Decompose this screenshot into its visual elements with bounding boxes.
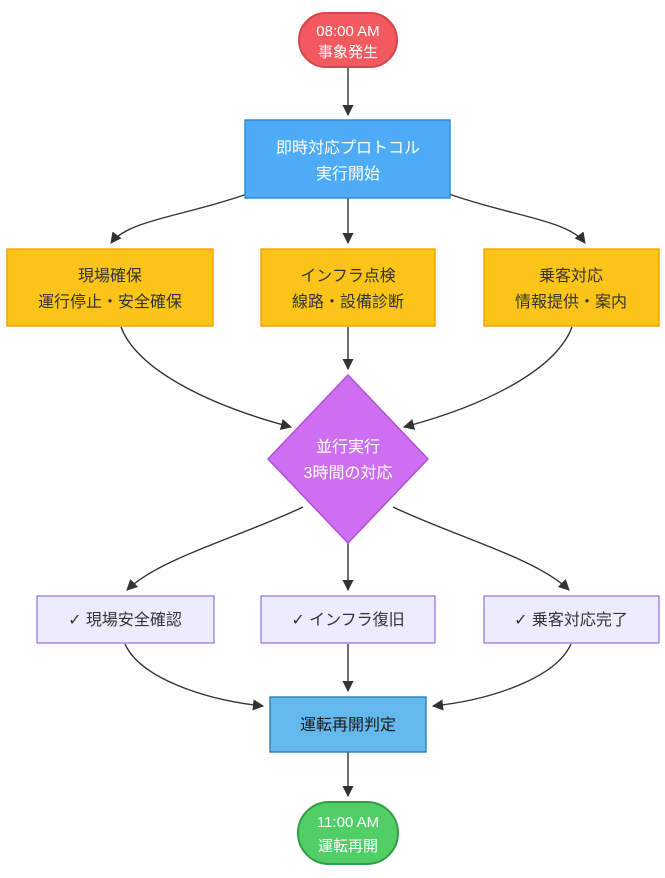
site-shape (6, 248, 214, 327)
node-check-infra: ✓ インフラ復旧 (260, 595, 436, 644)
passenger-shape (483, 248, 660, 327)
passenger-label-line1: 乗客対応 (539, 267, 603, 285)
node-check-passenger: ✓ 乗客対応完了 (483, 595, 660, 644)
check-infra-shape (260, 595, 436, 644)
site-label-line2: 運行停止・安全確保 (38, 293, 182, 311)
protocol-label-line2: 実行開始 (316, 165, 380, 183)
node-protocol: 即時対応プロトコル 実行開始 (244, 119, 451, 199)
edge-check-passenger-to-judge (431, 643, 572, 711)
parallel-label-line1: 並行実行 (316, 438, 380, 456)
site-label-line1: 現場確保 (78, 267, 142, 285)
start-label-line2: 事象発生 (318, 44, 378, 61)
passenger-label-line2: 情報提供・案内 (515, 293, 627, 311)
node-end: 11:00 AM 運転再開 (297, 801, 399, 865)
judge-label: 運転再開判定 (300, 716, 396, 734)
parallel-label-line2: 3時間の対応 (304, 464, 393, 482)
check-site-label: ✓ 現場安全確認 (68, 611, 182, 629)
node-judge: 運転再開判定 (269, 696, 427, 753)
check-passenger-label: ✓ 乗客対応完了 (514, 611, 628, 629)
end-shape (297, 801, 399, 865)
start-label-line1: 08:00 AM (316, 23, 379, 40)
protocol-label-line1: 即時対応プロトコル (276, 139, 420, 157)
edge-site-to-parallel (120, 326, 293, 430)
check-passenger-shape (483, 595, 660, 644)
parallel-shape (266, 373, 430, 545)
edge-passenger-to-parallel (402, 326, 573, 430)
node-parallel: 並行実行 3時間の対応 (266, 373, 430, 545)
edge-protocol-to-passenger (448, 193, 586, 244)
end-label-line1: 11:00 AM (317, 814, 379, 831)
end-label-line2: 運転再開 (318, 838, 378, 855)
check-infra-label: ✓ インフラ復旧 (291, 611, 404, 629)
edge-parallel-to-check-passenger (392, 506, 570, 591)
node-site: 現場確保 運行停止・安全確保 (6, 248, 214, 327)
edge-check-site-to-judge (124, 643, 265, 711)
start-shape (298, 12, 398, 68)
infra-shape (260, 248, 436, 327)
node-infra: インフラ点検 線路・設備診断 (260, 248, 436, 327)
node-passenger: 乗客対応 情報提供・案内 (483, 248, 660, 327)
infra-label-line2: 線路・設備診断 (292, 293, 404, 311)
protocol-shape (244, 119, 451, 199)
edge-protocol-to-site (110, 193, 248, 244)
edges-layer (110, 68, 586, 798)
node-check-site: ✓ 現場安全確認 (36, 595, 215, 644)
edge-parallel-to-check-site (126, 506, 304, 591)
judge-shape (269, 696, 427, 753)
check-site-shape (36, 595, 215, 644)
node-start: 08:00 AM 事象発生 (298, 12, 398, 68)
infra-label-line1: インフラ点検 (300, 267, 396, 285)
